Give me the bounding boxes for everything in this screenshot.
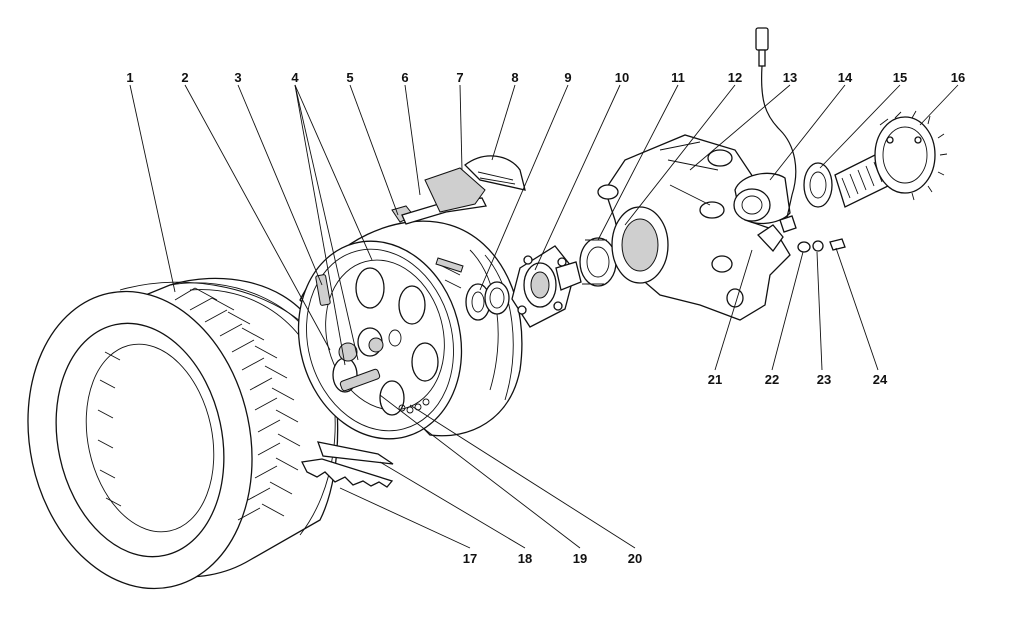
callout-4: 4 (291, 70, 299, 85)
leader-lines (129, 84, 959, 549)
valve-stem (315, 274, 331, 306)
drive-shaft-flange (834, 110, 948, 208)
balance-weights (391, 155, 526, 273)
callout-22: 22 (765, 372, 779, 387)
callout-11: 11 (671, 70, 685, 85)
bearing (733, 162, 833, 225)
callout-5: 5 (346, 70, 353, 85)
callout-10: 10 (615, 70, 629, 85)
callout-3: 3 (234, 70, 241, 85)
callout-21: 21 (708, 372, 722, 387)
callout-6: 6 (401, 70, 408, 85)
callout-24: 24 (873, 372, 888, 387)
callout-labels: 1 2 3 4 5 6 7 8 9 10 11 12 13 14 15 16 1… (126, 70, 965, 566)
seal-ring (579, 237, 617, 287)
callout-18: 18 (518, 551, 532, 566)
callout-14: 14 (838, 70, 853, 85)
tyre (27, 277, 339, 590)
callout-23: 23 (817, 372, 831, 387)
callout-20: 20 (628, 551, 642, 566)
callout-15: 15 (893, 70, 907, 85)
callout-1: 1 (126, 70, 133, 85)
callout-19: 19 (573, 551, 587, 566)
hub-parts (465, 245, 582, 328)
callout-8: 8 (511, 70, 518, 85)
upright-housing (597, 134, 791, 321)
lower-weights (301, 441, 394, 488)
callout-9: 9 (564, 70, 571, 85)
callout-13: 13 (783, 70, 797, 85)
callout-17: 17 (463, 551, 477, 566)
sensor-fixings (757, 224, 846, 253)
callout-12: 12 (728, 70, 742, 85)
wheel-rim (297, 220, 523, 440)
speed-sensor-cable (755, 27, 797, 233)
callout-7: 7 (456, 70, 463, 85)
callout-2: 2 (181, 70, 188, 85)
callout-16: 16 (951, 70, 965, 85)
